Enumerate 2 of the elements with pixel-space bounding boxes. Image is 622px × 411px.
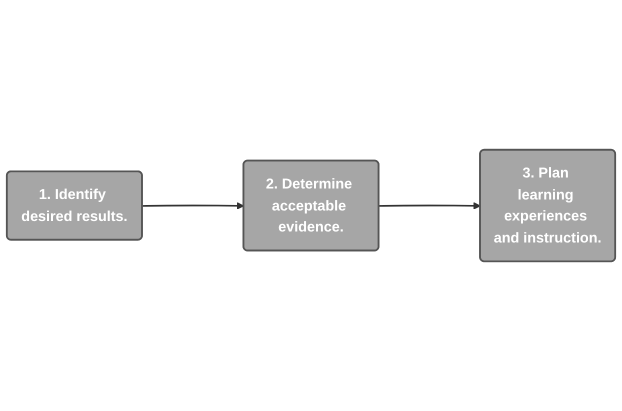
arrow: [379, 202, 481, 210]
arrow: [142, 202, 244, 210]
